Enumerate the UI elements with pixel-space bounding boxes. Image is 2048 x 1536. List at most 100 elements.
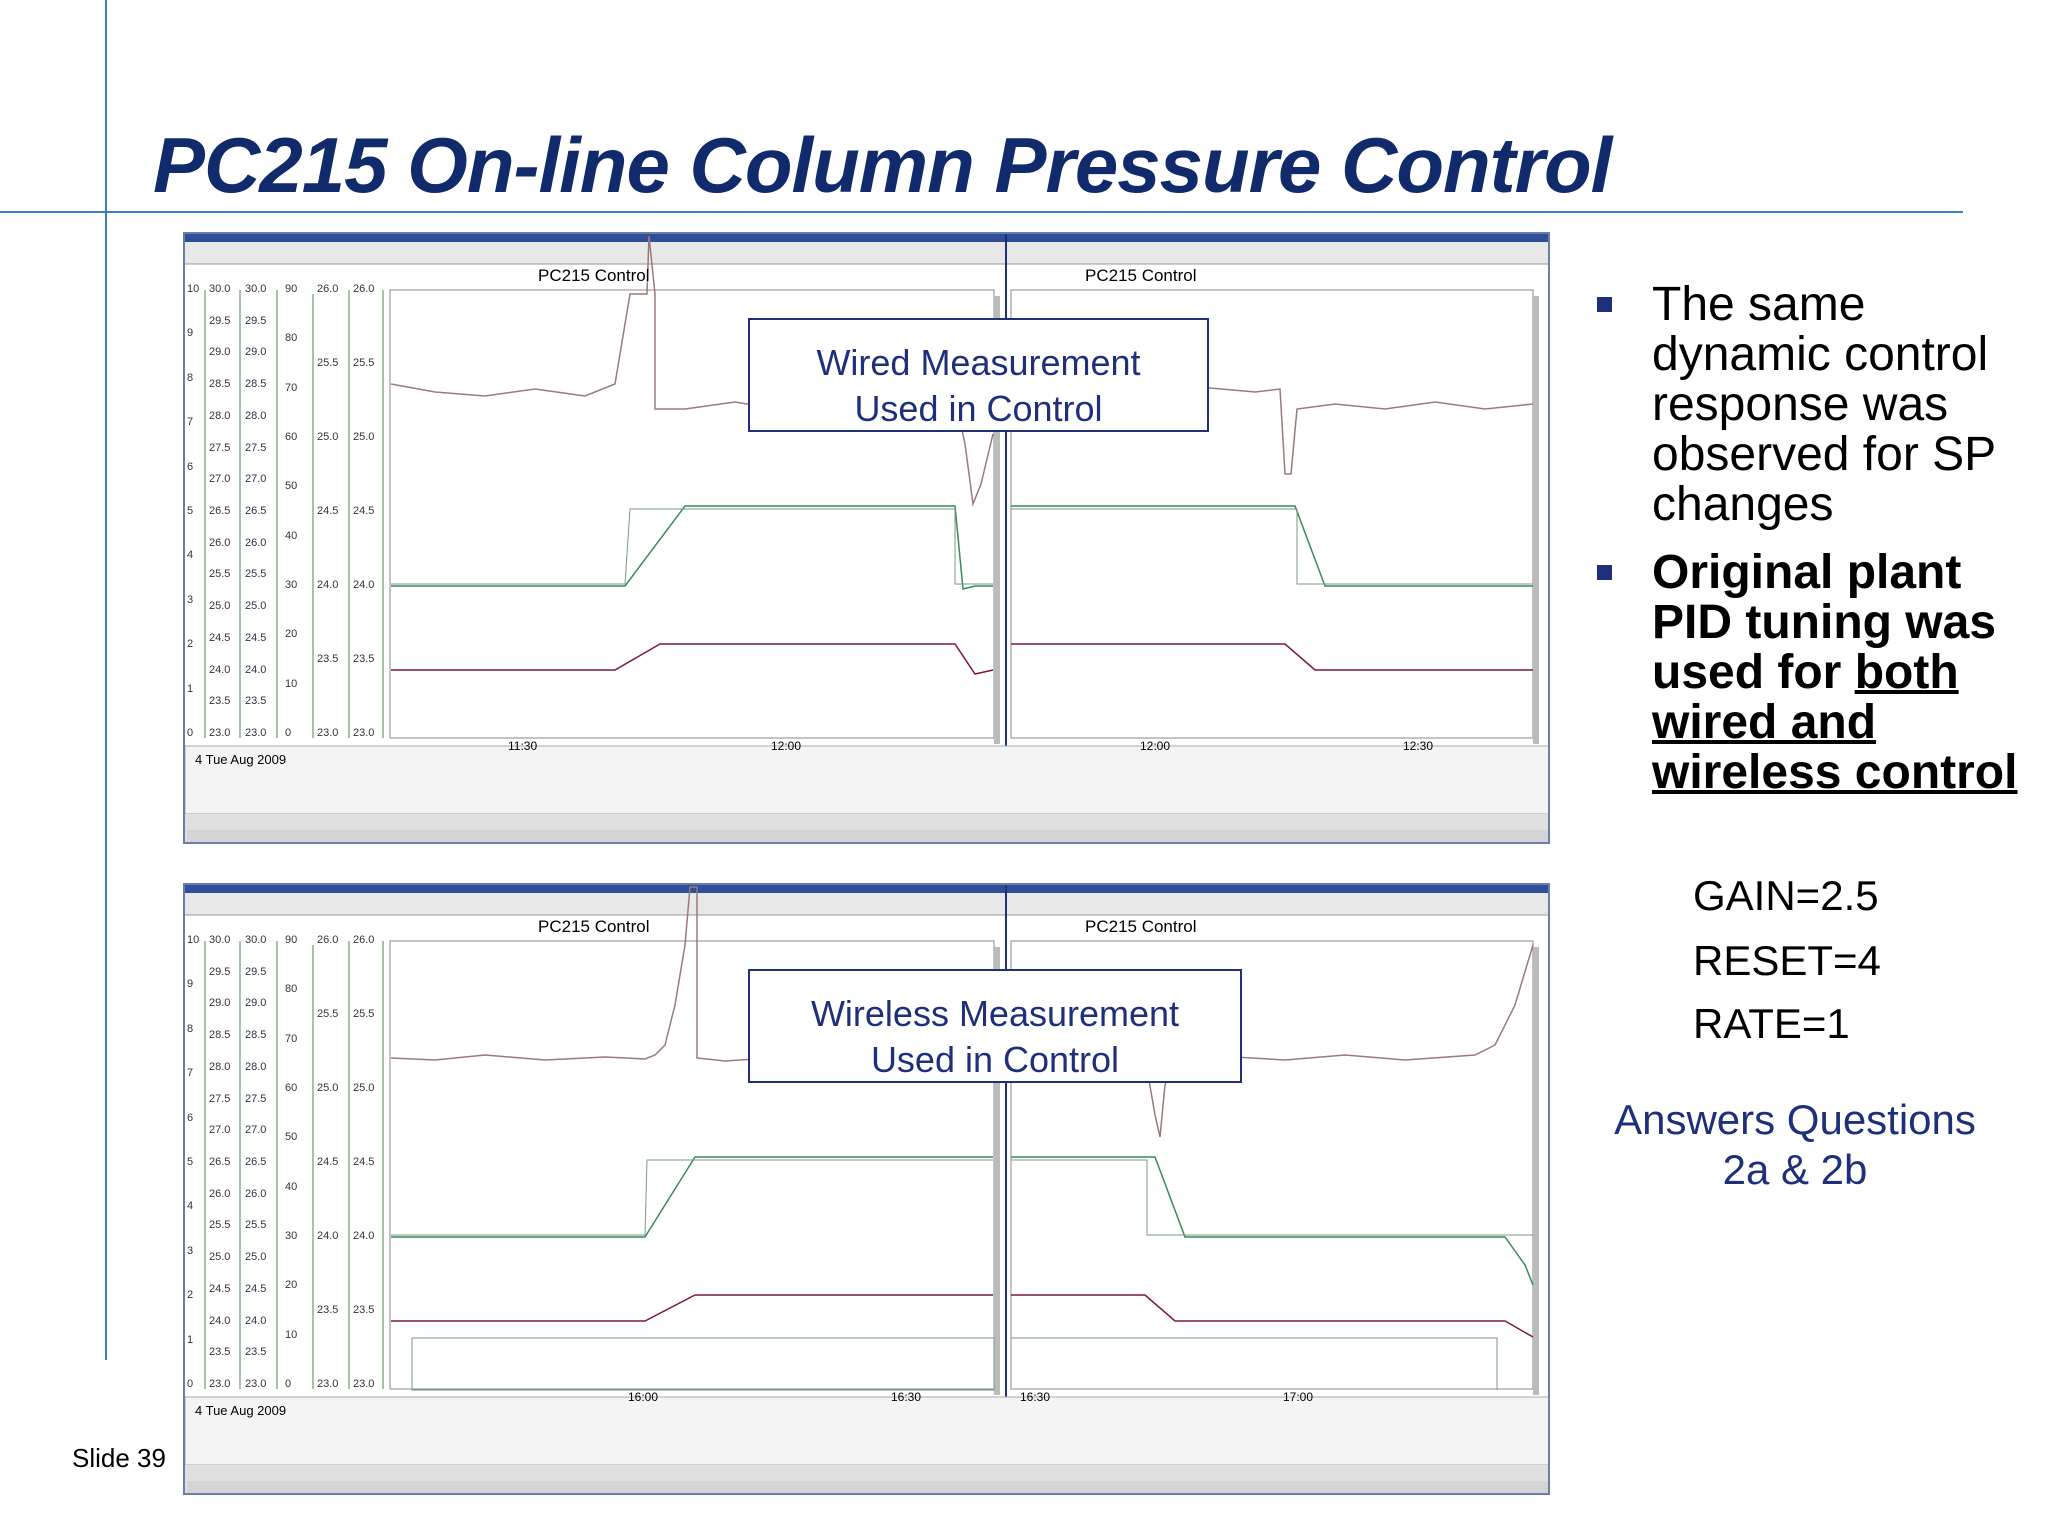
axis-tick-label: 0 — [187, 1378, 194, 1390]
axis-tick-label: 2 — [187, 638, 194, 651]
axis-tick-label: 40 — [285, 529, 298, 542]
axis-tick-label: 26.0 — [317, 283, 339, 295]
axis-tick-label: 9 — [187, 327, 194, 340]
tuning-gain: GAIN=2.5 — [1693, 872, 1879, 919]
bullet-2-plain: Original plant PID tuning was used for — [1652, 546, 1997, 699]
axis-tick-label: 26.0 — [245, 536, 267, 549]
axis-tick-label: 3 — [187, 593, 194, 606]
axis-tick-label: 23.0 — [245, 1378, 267, 1390]
axis-tick-label: 2 — [187, 1289, 194, 1302]
axis-tick-label: 28.5 — [245, 1029, 267, 1042]
axis-tick-label: 24.5 — [245, 631, 267, 644]
axis-tick-label: 25.5 — [353, 357, 375, 369]
axis-tick-label: 23.5 — [209, 1346, 231, 1359]
axis-tick-label: 24.0 — [245, 1314, 267, 1327]
answers-line: Answers Questions — [1614, 1096, 1976, 1143]
axis-tick-label: 90 — [285, 934, 298, 946]
axis-tick-label: 7 — [187, 1067, 194, 1080]
axis-tick-label: 27.5 — [245, 441, 267, 454]
tuning-reset: RESET=4 — [1693, 937, 1881, 984]
axis-tick-label: 26.5 — [209, 505, 231, 517]
callout-wireless: Wireless Measurement Used in Control — [748, 969, 1242, 1083]
axis-tick-label: 24.0 — [353, 579, 375, 591]
axis-tick-label: 27.0 — [209, 1124, 231, 1137]
callout-line: Wired Measurement — [816, 342, 1141, 383]
axis-tick-label: 25.5 — [209, 1219, 231, 1232]
axis-tick-label: 30 — [285, 1230, 298, 1242]
axis-tick-label: 26.0 — [245, 1187, 267, 1200]
chart-title-left: PC215 Control — [538, 917, 650, 936]
axis-tick-label: 23.0 — [209, 727, 231, 739]
axis-tick-label: 24.0 — [317, 579, 339, 591]
axis-tick-label: 26.0 — [353, 934, 375, 946]
axis-tick-label: 25.0 — [245, 1251, 267, 1264]
axis-tick-label: 27.5 — [209, 441, 231, 454]
slide-title: PC215 On-line Column Pressure Control — [153, 121, 1612, 209]
axis-tick-label: 29.0 — [245, 997, 267, 1010]
axis-tick-label: 23.0 — [353, 727, 375, 739]
axis-tick-label: 25.5 — [245, 1219, 267, 1232]
axis-tick-label: 0 — [285, 1378, 292, 1390]
axis-tick-label: 24.5 — [317, 1156, 339, 1168]
axis-tick-label: 27.0 — [245, 473, 267, 486]
axis-tick-label: 6 — [187, 460, 194, 473]
callout-line: Used in Control — [870, 1039, 1120, 1080]
axis-tick-label: 29.0 — [209, 346, 231, 359]
axis-tick-label: 28.0 — [245, 409, 267, 422]
axis-tick-label: 25.0 — [317, 1082, 339, 1094]
axis-tick-label: 0 — [187, 727, 194, 739]
axis-tick-label: 23.5 — [353, 653, 375, 665]
axis-tick-label: 28.5 — [209, 378, 231, 391]
axis-tick-label: 7 — [187, 416, 194, 429]
callout-wired: Wired Measurement Used in Control — [748, 318, 1209, 432]
chart-title-right: PC215 Control — [1085, 266, 1197, 285]
axis-tick-label: 24.0 — [317, 1230, 339, 1242]
date-label: 4 Tue Aug 2009 — [195, 1403, 287, 1418]
axis-tick-label: 4 — [187, 549, 194, 562]
axis-tick-label: 25.0 — [245, 600, 267, 613]
callout-line: Wireless Measurement — [810, 993, 1180, 1034]
axis-tick-label: 70 — [285, 1032, 298, 1045]
axis-tick-label: 29.5 — [245, 965, 267, 978]
axis-tick-label: 23.0 — [317, 1378, 339, 1390]
axis-tick-label: 3 — [187, 1244, 194, 1257]
axis-tick-label: 29.5 — [209, 965, 231, 978]
axis-tick-label: 25.5 — [209, 568, 231, 581]
bullet-marker — [1597, 565, 1612, 580]
axis-tick-label: 25.0 — [353, 431, 375, 443]
axis-tick-label: 25.0 — [353, 1082, 375, 1094]
time-tick: 12:30 — [1403, 739, 1434, 753]
axis-tick-label: 26.0 — [317, 934, 339, 946]
axis-tick-label: 25.5 — [317, 357, 339, 369]
axis-tick-label: 25.5 — [317, 1008, 339, 1020]
axis-tick-label: 25.5 — [353, 1008, 375, 1020]
answers-line: 2a & 2b — [1722, 1146, 1868, 1193]
axis-tick-label: 23.0 — [353, 1378, 375, 1390]
axis-tick-label: 24.0 — [245, 663, 267, 676]
axis-tick-label: 5 — [187, 1156, 194, 1168]
axis-tick-label: 23.0 — [209, 1378, 231, 1390]
axis-tick-label: 8 — [187, 1022, 194, 1035]
axis-tick-label: 10 — [285, 1328, 298, 1341]
time-tick: 12:00 — [1140, 739, 1171, 753]
axis-tick-label: 26.5 — [245, 1156, 267, 1168]
axis-tick-label: 26.0 — [209, 1187, 231, 1200]
axis-tick-label: 29.5 — [209, 314, 231, 327]
bullet-2-underlined: both wired and wireless control — [1652, 646, 2018, 799]
axis-tick-label: 10 — [187, 934, 200, 946]
title-underline — [0, 211, 1963, 213]
chart-title-left: PC215 Control — [538, 266, 650, 285]
time-tick: 12:00 — [771, 739, 802, 753]
axis-tick-label: 20 — [285, 1279, 298, 1292]
axis-tick-label: 30 — [285, 579, 298, 591]
axis-tick-label: 23.5 — [317, 653, 339, 665]
axis-tick-label: 24.0 — [353, 1230, 375, 1242]
axis-tick-label: 60 — [285, 1082, 298, 1094]
axis-tick-label: 24.0 — [209, 663, 231, 676]
axis-tick-label: 24.5 — [245, 1282, 267, 1295]
axis-tick-label: 27.5 — [209, 1092, 231, 1105]
axis-tick-label: 23.5 — [245, 695, 267, 708]
axis-tick-label: 23.5 — [245, 1346, 267, 1359]
axis-tick-label: 25.0 — [209, 600, 231, 613]
date-label: 4 Tue Aug 2009 — [195, 752, 287, 767]
